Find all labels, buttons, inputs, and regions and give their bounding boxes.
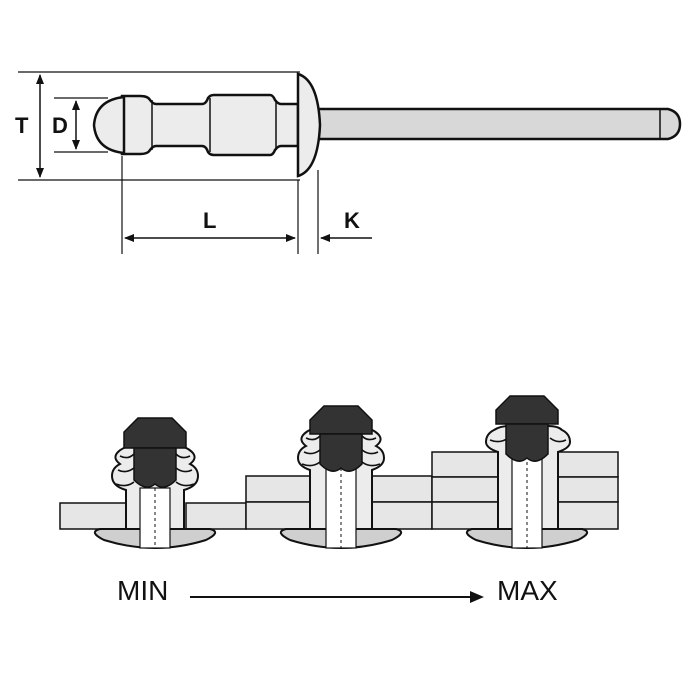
min-label: MIN	[117, 575, 168, 606]
plate	[59, 502, 127, 530]
mandrel-head-cap	[309, 405, 373, 435]
grip-range-caption: MIN MAX	[117, 575, 558, 606]
rivet-side-view: T D L K	[15, 71, 682, 254]
dimension-label-k: K	[344, 208, 360, 233]
bulb-fold-lines	[301, 435, 381, 467]
plate	[245, 501, 311, 530]
plate	[431, 476, 501, 503]
dimension-label-l: L	[203, 208, 216, 233]
mandrel-head	[92, 95, 126, 155]
dimension-label-d: D	[52, 113, 68, 138]
plate	[555, 501, 619, 530]
mandrel-head-cap	[123, 417, 187, 449]
mandrel-head-cap	[495, 395, 559, 425]
plate	[431, 501, 501, 530]
set-rivet-min	[59, 417, 247, 550]
set-rivet-max	[431, 395, 619, 550]
mandrel-shaft	[310, 107, 682, 141]
plate	[185, 502, 247, 530]
mandrel-plug	[133, 447, 177, 488]
mandrel-plug	[319, 433, 363, 472]
plate	[245, 475, 311, 503]
mandrel-plug	[505, 423, 549, 462]
plate	[555, 476, 619, 503]
set-rivet-mid	[245, 405, 433, 550]
plate	[371, 475, 433, 503]
plate	[431, 451, 501, 478]
grip-range-arrowhead	[470, 591, 484, 603]
rivet-flange	[296, 72, 322, 178]
plate	[555, 451, 619, 478]
max-label: MAX	[497, 575, 558, 606]
plate	[371, 501, 433, 530]
dimension-label-t: T	[15, 113, 29, 138]
bulb-fold-lines	[115, 453, 195, 487]
